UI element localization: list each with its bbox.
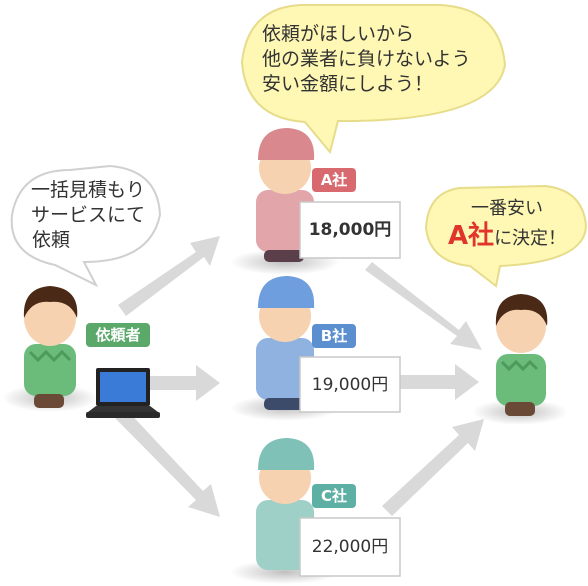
companies-bubble-line-2: 他の業者に負けないよう <box>262 48 471 70</box>
laptop-icon <box>86 368 160 418</box>
company-b-price: 19,000円 <box>311 375 389 395</box>
arrow-requester-to-a <box>118 236 220 316</box>
companies-bubble-line-3: 安い金額にしよう！ <box>262 73 434 95</box>
arrow-b-to-winner <box>400 364 479 400</box>
companies-bubble-line-1: 依頼がほしいから <box>262 23 415 45</box>
price-box-b <box>299 356 401 413</box>
arrow-requester-to-c <box>115 409 220 517</box>
requester-bubble-line-1: 一括見積もり <box>30 179 145 201</box>
requester-figure <box>2 286 98 412</box>
winner-figure <box>472 294 568 425</box>
company-c-tag: C社 <box>312 484 356 508</box>
company-a-price: 18,000円 <box>308 220 392 240</box>
price-box-c <box>299 517 401 577</box>
arrow-c-to-winner <box>382 419 484 516</box>
decision-bubble-line-1: 一番安い <box>471 198 543 219</box>
decision-bubble-text: 一番安い A社に決定！ <box>432 198 582 255</box>
decision-suffix: に決定！ <box>494 228 567 249</box>
arrows <box>115 236 484 517</box>
companies-speech-bubble <box>240 4 507 155</box>
company-a-tag: A社 <box>312 168 356 192</box>
company-b-tag: B社 <box>312 324 356 348</box>
price-box-a <box>299 201 401 259</box>
requester-bubble-text: 一括見積もり サービスにて 依頼 <box>22 178 154 253</box>
price-boxes <box>299 201 401 577</box>
arrow-a-to-winner <box>365 262 482 350</box>
company-c-price: 22,000円 <box>311 537 389 557</box>
requester-bubble-line-2: サービスにて <box>30 204 145 226</box>
companies-bubble-text: 依頼がほしいから 他の業者に負けないよう 安い金額にしよう！ <box>262 22 492 97</box>
requester-bubble-line-3: 依頼 <box>32 229 71 251</box>
decision-speech-bubble <box>424 184 588 288</box>
decision-bubble-line-2: A社に決定！ <box>432 220 582 255</box>
arrow-requester-to-b <box>150 365 220 401</box>
requester-label: 依頼者 <box>86 323 150 347</box>
requester-speech-bubble <box>10 164 162 288</box>
decision-company: A社 <box>447 221 495 251</box>
